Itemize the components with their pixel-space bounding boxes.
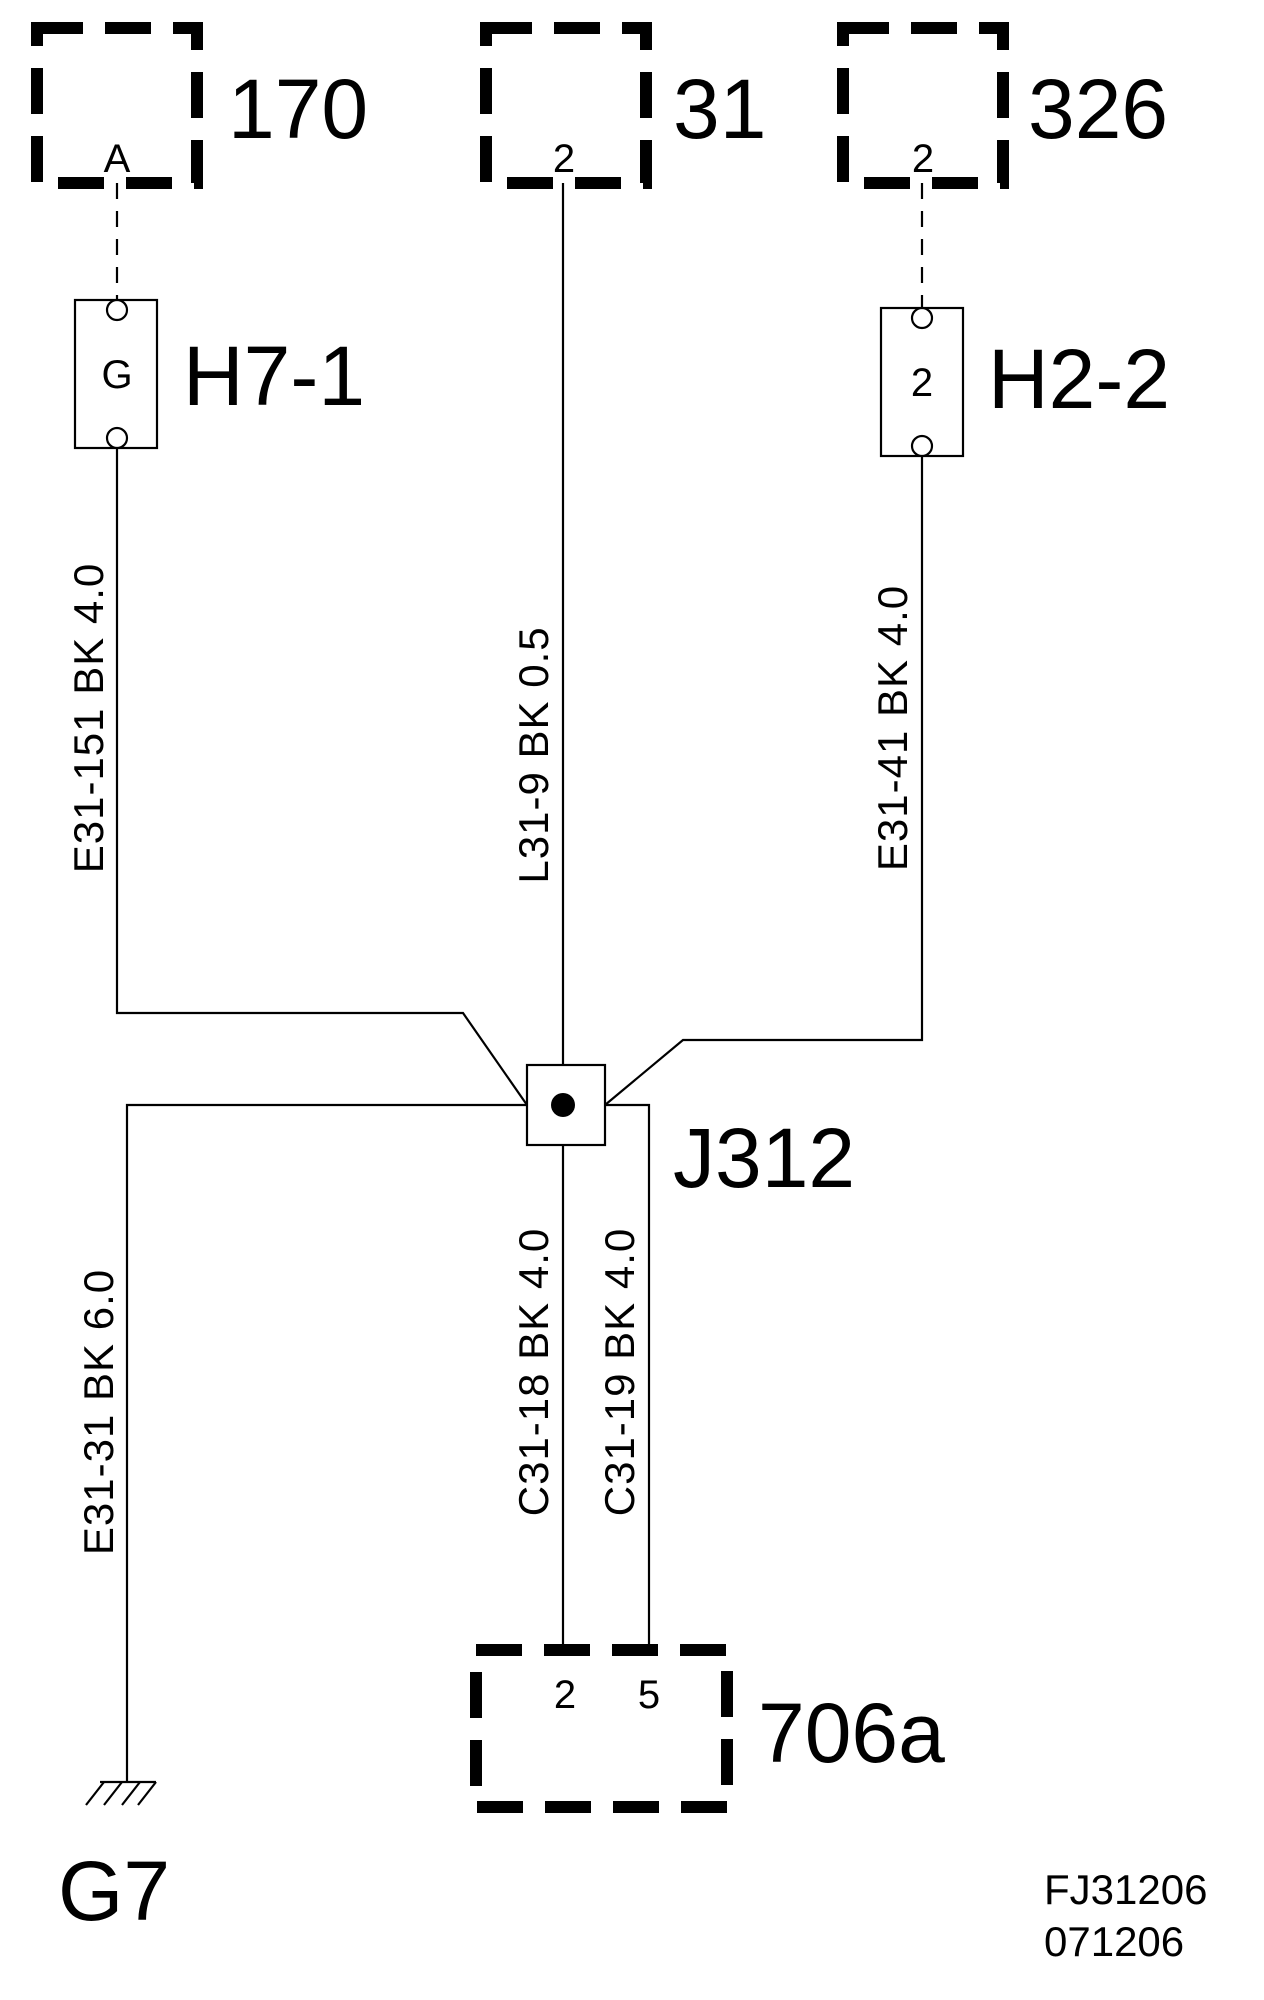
ground-g7-hatch-1 [85,1781,105,1806]
connector-h2-2-label: H2-2 [988,332,1170,426]
document-date: 071206 [1044,1918,1184,1965]
component-326-outline [837,22,1009,189]
wire-label-l31-9: L31-9 BK 0.5 [510,626,557,883]
ground-g7-hatch-4 [137,1781,157,1806]
component-31-pin-2: 2 [553,137,575,181]
wire-e31-31 [125,1103,527,1782]
connector-h2-2-top-pin [910,306,934,330]
ground-g7[interactable]: G7 [58,1780,170,1938]
document-code: FJ31206 [1044,1866,1207,1913]
component-31-label: 31 [673,62,766,156]
component-170-pin-a: A [104,137,131,181]
connector-h7-1-pin-g: G [101,353,132,397]
wire-label-c31-19: C31-19 BK 4.0 [596,1228,643,1517]
component-326-pin-2: 2 [912,137,934,181]
component-706a-pin-2: 2 [554,1673,576,1717]
splice-j312[interactable]: J312 [525,1063,855,1205]
component-170-outline [31,22,203,189]
wire-c31-19 [605,1103,651,1650]
connector-h7-1[interactable]: G H7-1 [73,298,365,450]
component-170[interactable]: A 170 [31,22,368,189]
ground-g7-hatch-3 [121,1781,141,1806]
splice-j312-node [551,1093,575,1117]
wire-label-e31-41: E31-41 BK 4.0 [869,585,916,871]
component-326[interactable]: 2 326 [837,22,1168,189]
connector-h7-1-label: H7-1 [183,329,365,423]
component-170-label: 170 [228,62,368,156]
component-706a-label: 706a [758,1686,945,1780]
component-31-outline [480,22,652,189]
connector-h2-2-pin-2: 2 [911,361,933,405]
component-706a-outline [470,1644,733,1813]
connector-h7-1-body [73,298,159,450]
ground-g7-label: G7 [58,1844,170,1938]
connector-h7-1-bottom-pin [105,426,129,450]
wire-label-c31-18: C31-18 BK 4.0 [510,1228,557,1517]
wire-label-e31-31: E31-31 BK 6.0 [75,1269,122,1555]
wire-label-e31-151: E31-151 BK 4.0 [65,563,112,874]
component-326-label: 326 [1028,62,1168,156]
splice-j312-label: J312 [673,1111,855,1205]
connector-h2-2-bottom-pin [910,434,934,458]
ground-g7-hatch-2 [103,1781,123,1806]
connector-h2-2[interactable]: 2 H2-2 [879,306,1170,458]
connector-h7-1-top-pin [105,298,129,322]
wire-e31-41 [604,456,924,1106]
component-706a[interactable]: 2 5 706a [470,1644,945,1813]
component-31[interactable]: 2 31 [480,22,766,189]
wire-e31-151 [115,448,528,1106]
component-706a-pin-5: 5 [638,1673,660,1717]
